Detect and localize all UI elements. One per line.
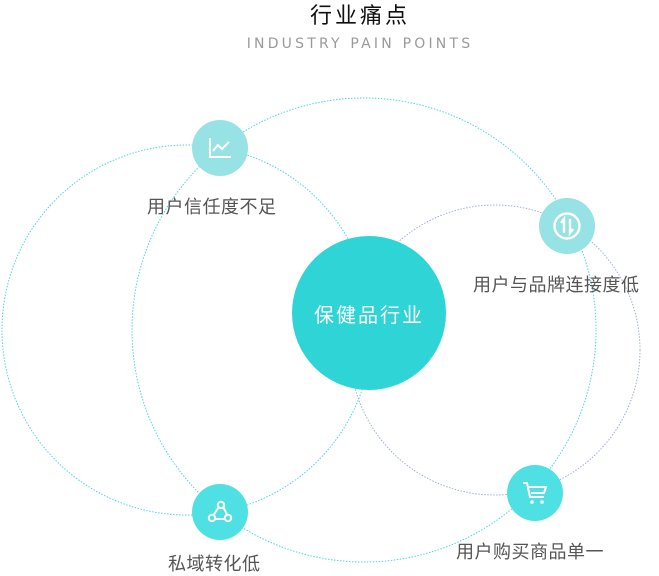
center-label: 保健品行业 bbox=[314, 302, 424, 327]
pain-point-label-conversion: 私域转化低 bbox=[168, 554, 261, 575]
ring-right bbox=[349, 204, 641, 496]
center-node: 保健品行业 bbox=[292, 236, 446, 390]
line-chart-icon bbox=[208, 137, 232, 159]
pain-point-label-purchase: 用户购买商品单一 bbox=[456, 542, 604, 563]
share-network-icon bbox=[207, 500, 233, 524]
pain-point-node-connection bbox=[539, 198, 595, 254]
pain-point-label-connection: 用户与品牌连接度低 bbox=[473, 275, 640, 296]
pain-point-node-conversion bbox=[192, 484, 248, 540]
swap-arrows-icon bbox=[552, 211, 582, 241]
section-subtitle: INDUSTRY PAIN POINTS bbox=[246, 36, 474, 52]
pain-point-node-purchase bbox=[507, 465, 563, 521]
shopping-cart-icon bbox=[522, 481, 548, 505]
ring-main bbox=[131, 97, 597, 563]
pain-point-label-trust: 用户信任度不足 bbox=[147, 197, 277, 218]
pain-point-node-trust bbox=[192, 120, 248, 176]
section-title: 行业痛点 bbox=[309, 4, 410, 29]
